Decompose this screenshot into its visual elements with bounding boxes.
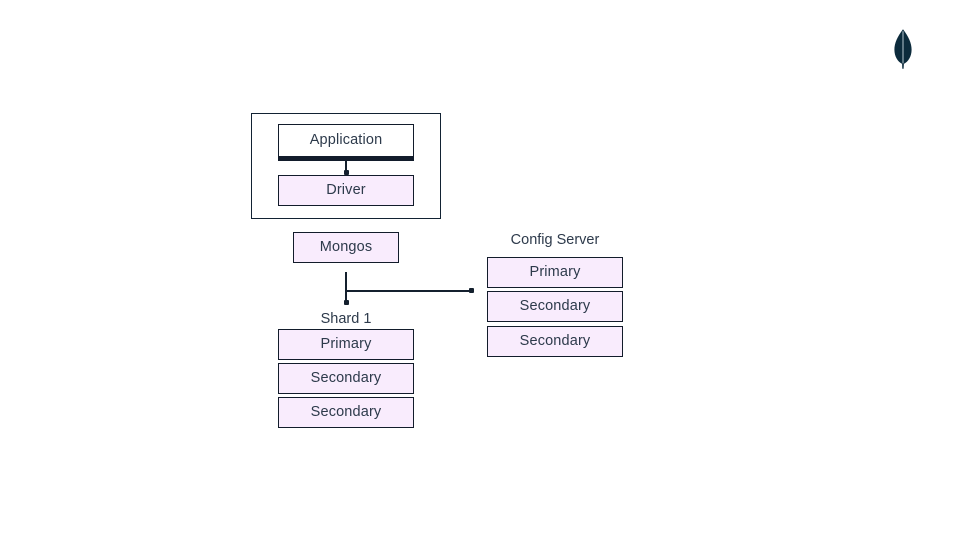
node-config-primary[interactable]: Primary bbox=[487, 257, 623, 288]
node-shard1-secondary-2[interactable]: Secondary bbox=[278, 397, 414, 428]
node-config-primary-label: Primary bbox=[529, 264, 581, 281]
node-application[interactable]: Application bbox=[278, 124, 414, 157]
node-mongos-label: Mongos bbox=[319, 239, 373, 256]
connector-mongos-to-shard1-endpoint bbox=[343, 300, 349, 305]
client-application-frame bbox=[251, 113, 441, 219]
connector-mongos-to-config-server-endpoint bbox=[469, 288, 474, 293]
node-shard1-secondary-1[interactable]: Secondary bbox=[278, 363, 414, 394]
node-config-secondary-2-label: Secondary bbox=[519, 333, 591, 350]
connector-application-to-driver-endpoint bbox=[343, 170, 349, 175]
application-baseline-bar bbox=[278, 156, 414, 161]
node-config-secondary-2[interactable]: Secondary bbox=[487, 326, 623, 357]
node-config-secondary-1[interactable]: Secondary bbox=[487, 291, 623, 322]
node-application-label: Application bbox=[309, 132, 383, 149]
node-mongos[interactable]: Mongos bbox=[293, 232, 399, 263]
node-shard1-primary[interactable]: Primary bbox=[278, 329, 414, 360]
connector-mongos-to-shard1 bbox=[345, 272, 347, 303]
node-shard1-secondary-1-label: Secondary bbox=[310, 370, 382, 387]
node-shard1-primary-label: Primary bbox=[320, 336, 372, 353]
config-server-group-label: Config Server bbox=[510, 232, 600, 248]
connector-application-to-driver bbox=[345, 160, 347, 173]
shard1-group-label: Shard 1 bbox=[320, 311, 372, 327]
node-driver-label: Driver bbox=[326, 182, 366, 199]
mongodb-leaf-logo bbox=[889, 28, 917, 70]
node-shard1-secondary-2-label: Secondary bbox=[310, 404, 382, 421]
node-config-secondary-1-label: Secondary bbox=[519, 298, 591, 315]
connector-mongos-to-config-server bbox=[345, 290, 474, 292]
node-driver[interactable]: Driver bbox=[278, 175, 414, 206]
